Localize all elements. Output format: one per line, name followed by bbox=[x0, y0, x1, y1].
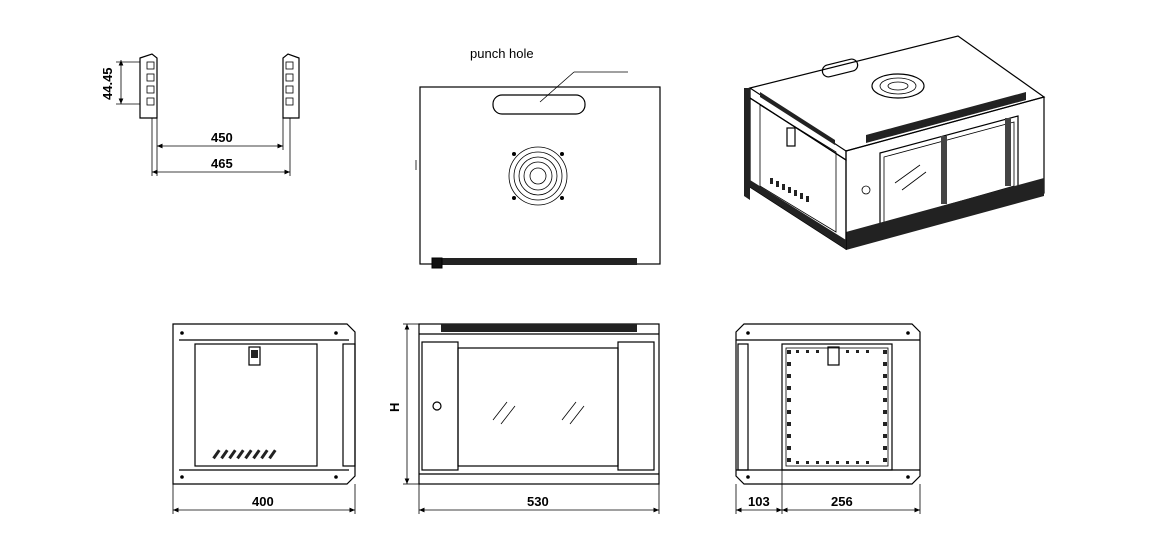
height-label: H bbox=[387, 403, 402, 412]
fan-icon bbox=[508, 146, 568, 206]
punch-hole-label: punch hole bbox=[470, 46, 534, 61]
isometric-view bbox=[744, 35, 1046, 251]
rack-rails-view: 44.45 450 465 bbox=[100, 53, 300, 176]
rear-view: 103 256 bbox=[735, 323, 921, 514]
rail-inner-width-label: 450 bbox=[211, 130, 233, 145]
front-view: H 530 bbox=[387, 323, 660, 514]
side-view: 400 bbox=[172, 323, 356, 514]
rail-pitch-label: 44.45 bbox=[100, 67, 115, 100]
top-view: punch hole bbox=[415, 46, 661, 269]
rear-offset-label: 103 bbox=[748, 494, 770, 509]
front-width-label: 530 bbox=[527, 494, 549, 509]
rail-outer-width-label: 465 bbox=[211, 156, 233, 171]
rear-width-label: 256 bbox=[831, 494, 853, 509]
side-depth-label: 400 bbox=[252, 494, 274, 509]
